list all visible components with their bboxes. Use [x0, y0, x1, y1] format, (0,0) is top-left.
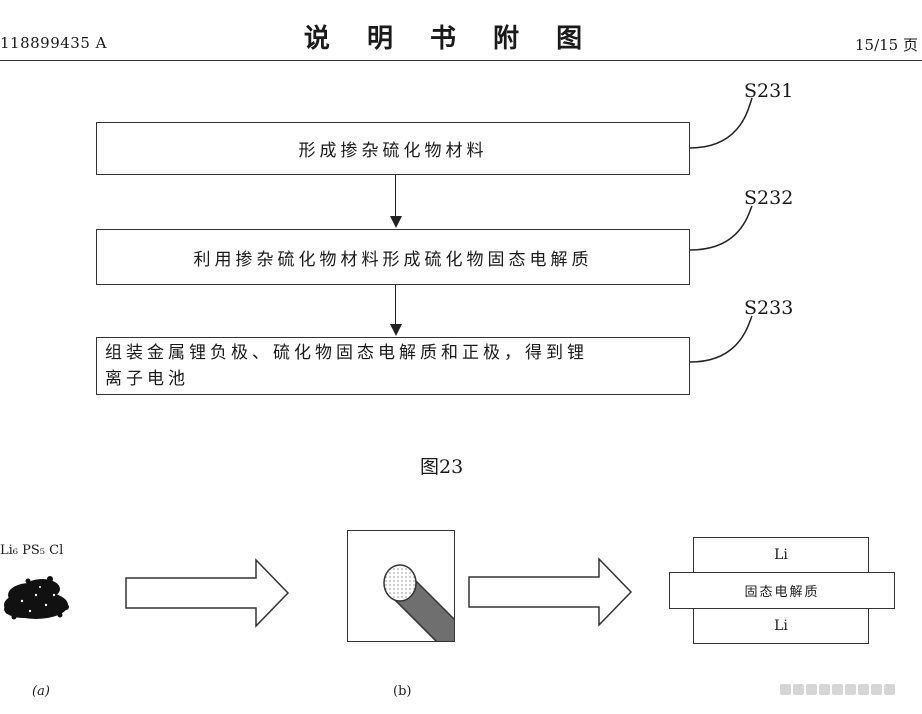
step-label-s232: S232	[744, 187, 794, 209]
lithium-layer-top: Li	[693, 537, 869, 573]
leader-s232	[689, 205, 753, 251]
step-box-s232: 利用掺杂硫化物材料形成硫化物固态电解质	[96, 229, 690, 285]
panel-b-caption: (b)	[393, 684, 412, 699]
process-arrow-2	[468, 557, 633, 627]
step-text-s233-line1: 组装金属锂负极、硫化物固态电解质和正极，得到锂	[105, 343, 588, 363]
flow-arrow-1-line	[395, 175, 396, 217]
solid-electrolyte-label: 固态电解质	[744, 585, 820, 600]
page-number: 15/15 页	[855, 36, 918, 54]
watermark-dots	[780, 680, 897, 699]
solid-electrolyte-layer: 固态电解质	[669, 572, 895, 609]
step-leader-curves	[689, 97, 753, 363]
step-text-s232: 利用掺杂硫化物材料形成硫化物固态电解质	[193, 249, 593, 270]
step-text-s231: 形成掺杂硫化物材料	[298, 141, 488, 161]
pressing-mold-frame	[347, 530, 455, 642]
leader-s233	[689, 315, 753, 363]
pressing-rod-diagram	[383, 564, 454, 641]
panel-a-caption: (a)	[32, 684, 50, 699]
lithium-layer-bottom-label: Li	[774, 618, 788, 634]
process-arrow-1	[125, 558, 290, 628]
step-label-s231: S231	[744, 80, 794, 102]
header-divider	[0, 60, 922, 61]
step-label-s233: S233	[744, 297, 794, 319]
patent-number: 118899435 A	[0, 34, 107, 52]
material-label: Li₆ PS₅ Cl	[0, 543, 64, 558]
lithium-layer-top-label: Li	[774, 547, 788, 563]
lithium-layer-bottom: Li	[693, 608, 869, 644]
figure-caption: 图23	[420, 456, 464, 478]
step-text-s233-line2: 离子电池	[105, 369, 189, 389]
powder-pile-image	[4, 576, 69, 620]
flow-arrow-2-head	[390, 324, 402, 336]
step-box-s233: 组装金属锂负极、硫化物固态电解质和正极，得到锂 离子电池	[96, 337, 690, 395]
step-box-s231: 形成掺杂硫化物材料	[96, 122, 690, 175]
flow-arrow-1-head	[390, 216, 402, 228]
page-title: 说 明 书 附 图	[303, 24, 597, 54]
leader-s231	[689, 97, 753, 149]
flow-arrow-2-line	[395, 285, 396, 325]
